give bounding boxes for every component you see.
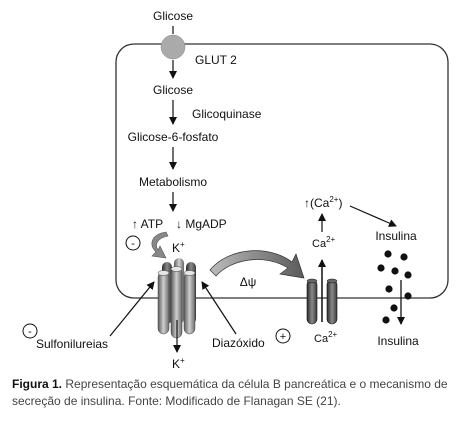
caption-text: Representação esquemática da célula B pa… [12, 377, 448, 408]
sulfonylurea-minus-circle [22, 323, 38, 339]
insulin-granules [377, 250, 412, 324]
insulin-inside-label: Insulina [375, 229, 417, 243]
sulfonylureas-label: Sulfonilureias [36, 337, 108, 351]
calcium-increase-label: ↑(Ca2+) [304, 195, 342, 210]
atp-inhibition-arrow [151, 231, 169, 259]
cell-membrane [115, 43, 449, 299]
glucose-inside-label: Glicose [153, 83, 193, 97]
inhibition-minus-circle [125, 235, 141, 251]
mgadp-label: ↓ MgADP [176, 217, 227, 231]
diazoxide-plus-circle [275, 328, 291, 344]
delta-psi-label: Δψ [240, 275, 257, 289]
glucokinase-label: Glicoquinase [192, 107, 262, 121]
ca-inside-label: Ca2+ [312, 235, 336, 250]
diazoxide-arrow [201, 281, 237, 335]
glut2-label: GLUT 2 [195, 53, 237, 67]
atp-label: ↑ ATP [132, 217, 163, 231]
inhibition-minus-sign: - [131, 238, 135, 250]
glut2-transporter [160, 34, 186, 60]
calcium-channel [306, 278, 338, 325]
calcium-to-insulin-arrow [349, 205, 397, 227]
glucose-outside-label: Glicose [153, 9, 193, 23]
diazoxide-label: Diazóxido [212, 336, 265, 350]
depolarization-arrow [209, 250, 305, 279]
k-outside-label: K+ [172, 356, 185, 371]
metabolism-label: Metabolismo [139, 175, 207, 189]
k-inside-label: K+ [172, 240, 185, 255]
insulin-outside-label: Insulina [377, 334, 419, 348]
g6p-label: Glicose-6-fosfato [128, 130, 219, 144]
sulfonylurea-minus-sign: - [28, 326, 32, 338]
katp-channel [157, 258, 196, 339]
sulfonylurea-arrow [109, 281, 155, 337]
caption-label: Figura 1. [12, 377, 63, 391]
ca-outside-label: Ca2+ [314, 330, 338, 345]
figure-caption: Figura 1. Representação esquemática da c… [12, 376, 452, 410]
diazoxide-plus-sign: + [280, 331, 286, 343]
